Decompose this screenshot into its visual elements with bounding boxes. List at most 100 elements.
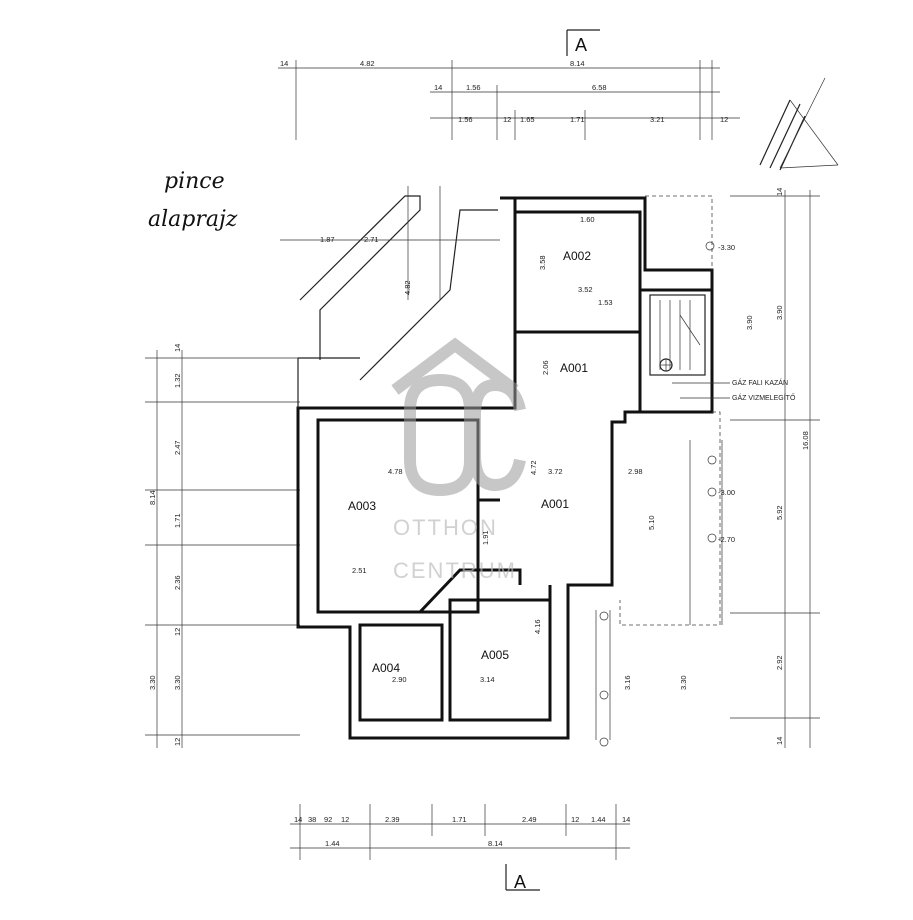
- dim-int-16: 4.82: [403, 280, 412, 295]
- dim-right-3: 16.08: [801, 431, 810, 450]
- note-gas-boiler: GÁZ FALI KAZÁN: [732, 378, 788, 387]
- dim-top-6: 6.58: [592, 83, 607, 92]
- dim-left-9: 3.30: [173, 675, 182, 690]
- dim-left-8: 3.30: [148, 675, 157, 690]
- dim-top-1: 14: [280, 59, 288, 68]
- dim-top-4: 14: [434, 83, 442, 92]
- level-marker-icon: [705, 241, 715, 251]
- dim-left-7: 12: [173, 628, 182, 636]
- dim-int-14: 1.87: [320, 235, 335, 244]
- dim-right-4: 5.92: [775, 505, 784, 520]
- watermark-line2: CENTRUM: [393, 558, 517, 583]
- room-label-a003: A003: [348, 499, 376, 513]
- dim-top-3: 8.14: [570, 59, 585, 68]
- diagonal-wing: [280, 186, 500, 381]
- dim-bottom-12: 8.14: [488, 839, 503, 848]
- dim-right-6: 14: [775, 737, 784, 745]
- dim-top-12: 12: [720, 115, 728, 124]
- section-label-top: A: [575, 35, 587, 55]
- dim-right-2: 3.90: [775, 305, 784, 320]
- dim-top-9: 1.65: [520, 115, 535, 124]
- level-marker-icon: [599, 611, 609, 621]
- section-label-bottom: A: [514, 872, 526, 892]
- terrace-outline: [595, 195, 723, 740]
- section-marker-bottom: A: [505, 864, 540, 892]
- dim-int-15: 2.71: [364, 235, 379, 244]
- level-marker-icon: [599, 737, 609, 747]
- dim-bottom-8: 12: [571, 815, 579, 824]
- right-dimension-lines: 14 3.90 16.08 5.92 2.92 14: [730, 188, 820, 748]
- room-label-a004: A004: [372, 661, 400, 675]
- section-marker-top: A: [566, 29, 600, 56]
- dim-int-23: -3.00: [718, 488, 735, 497]
- room-label-a001-upper: A001: [560, 361, 588, 375]
- dim-top-11: 3.21: [650, 115, 665, 124]
- dim-left-4: 8.14: [148, 490, 157, 505]
- dim-left-6: 2.36: [173, 575, 182, 590]
- level-marker-icon: [707, 455, 717, 465]
- dim-left-1: 14: [173, 344, 182, 352]
- top-dimension-lines: 14 4.82 8.14 14 1.56 6.58 1.56 12 1.65 1…: [278, 59, 740, 140]
- dim-int-11: 2.90: [392, 675, 407, 684]
- dim-int-24: -2.70: [718, 535, 735, 544]
- left-dimension-lines: 14 1.32 2.47 8.14 1.71 2.36 12 3.30 3.30…: [145, 344, 300, 748]
- staircase: [649, 294, 706, 376]
- bottom-dimension-lines: 14 38 92 12 2.39 1.71 2.49 12 1.44 14 1.…: [290, 804, 630, 860]
- dim-int-8: 2.98: [628, 467, 643, 476]
- level-marker-icon: [599, 690, 609, 700]
- dim-bottom-1: 14: [294, 815, 302, 824]
- watermark-logo: [391, 337, 526, 497]
- title-line1: pince: [164, 169, 225, 194]
- dim-top-8: 12: [503, 115, 511, 124]
- dim-int-10: 3.14: [480, 675, 495, 684]
- dim-int-1: 3.58: [538, 255, 547, 270]
- room-label-a001-lower: A001: [541, 497, 569, 511]
- interior-dimensions: 3.58 3.52 1.53 2.06 4.72 4.78 3.72 2.98 …: [320, 215, 754, 690]
- north-arrow-icon: [759, 77, 839, 171]
- dim-int-12: 4.16: [533, 619, 542, 634]
- dim-bottom-9: 1.44: [591, 815, 606, 824]
- dim-left-2: 1.32: [173, 373, 182, 388]
- dim-int-21: 1.60: [580, 215, 595, 224]
- dim-int-2: 3.52: [578, 285, 593, 294]
- dim-left-10: 12: [173, 738, 182, 746]
- dim-bottom-5: 2.39: [385, 815, 400, 824]
- dim-bottom-7: 2.49: [522, 815, 537, 824]
- dim-top-5: 1.56: [466, 83, 481, 92]
- room-label-a002: A002: [563, 249, 591, 263]
- level-marker-icon: [707, 533, 717, 543]
- dim-bottom-4: 12: [341, 815, 349, 824]
- boiler-icon: [659, 358, 673, 372]
- dim-int-18: 3.90: [745, 315, 754, 330]
- dim-int-13: 1.91: [481, 530, 490, 545]
- room-label-a005: A005: [481, 648, 509, 662]
- dim-right-5: 2.92: [775, 655, 784, 670]
- level-marker-icon: [707, 487, 717, 497]
- dim-int-17: 5.10: [647, 515, 656, 530]
- level-markers: [599, 241, 717, 747]
- dim-int-20: 3.30: [679, 675, 688, 690]
- dim-top-7: 1.56: [458, 115, 473, 124]
- dim-int-6: 4.78: [388, 467, 403, 476]
- dim-int-4: 2.06: [541, 360, 550, 375]
- dim-top-10: 1.71: [570, 115, 585, 124]
- dim-bottom-10: 14: [622, 815, 630, 824]
- dim-int-22: -3.30: [718, 243, 735, 252]
- dim-left-3: 2.47: [173, 440, 182, 455]
- dim-left-5: 1.71: [173, 513, 182, 528]
- dim-int-3: 1.53: [598, 298, 613, 307]
- dim-bottom-2: 38: [308, 815, 316, 824]
- dim-int-5: 4.72: [529, 460, 538, 475]
- dim-bottom-6: 1.71: [452, 815, 467, 824]
- dim-int-9: 2.51: [352, 566, 367, 575]
- dim-bottom-3: 92: [324, 815, 332, 824]
- dim-top-2: 4.82: [360, 59, 375, 68]
- dim-int-19: 3.16: [623, 675, 632, 690]
- dim-bottom-11: 1.44: [325, 839, 340, 848]
- note-gas-meter: GÁZ VIZMELEGÍTŐ: [732, 393, 796, 402]
- dim-int-7: 3.72: [548, 467, 563, 476]
- watermark-line1: OTTHON: [393, 515, 498, 540]
- title-line2: alaprajz: [148, 207, 238, 232]
- interior-walls: [316, 210, 712, 722]
